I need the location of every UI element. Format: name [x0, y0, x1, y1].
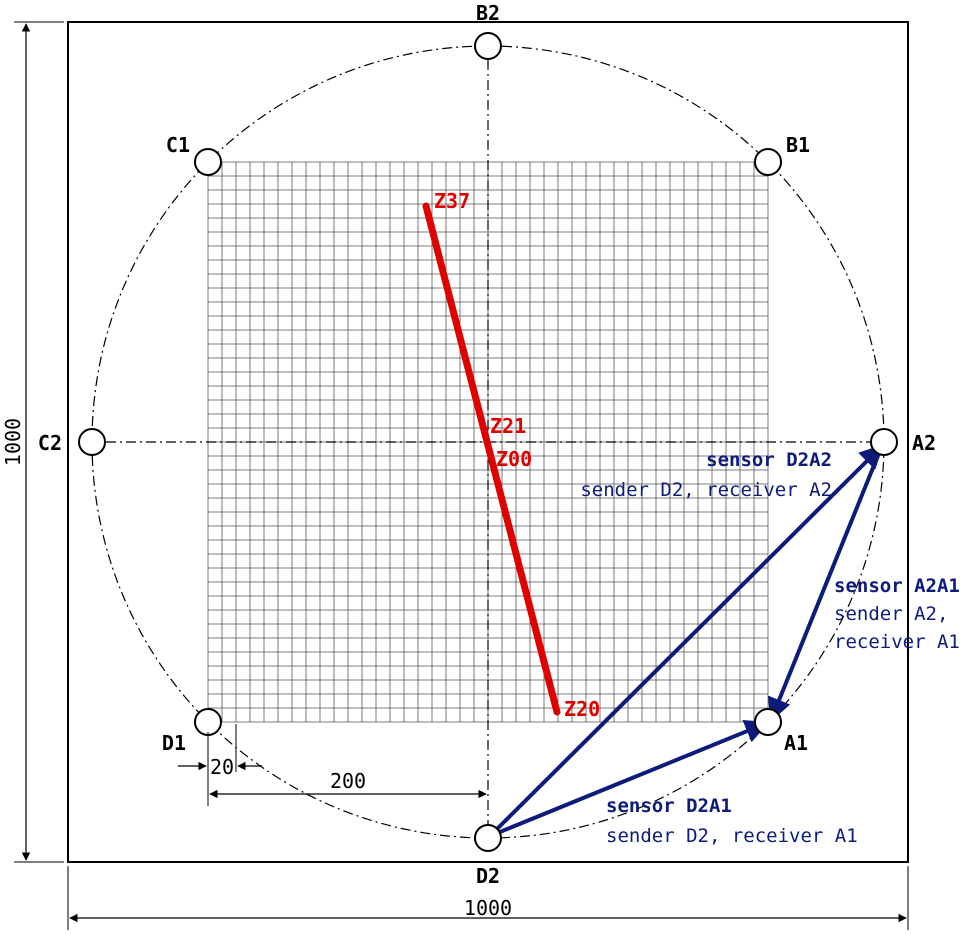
sensor-b2-label: B2	[476, 1, 500, 25]
sensor-b1-marker[interactable]	[754, 148, 782, 176]
sensor-a1-label: A1	[784, 731, 808, 755]
annotation-d2a2-title: sensor D2A2	[706, 449, 832, 471]
annotation-d2a1-title: sensor D2A1	[606, 795, 732, 817]
sensor-a2-label: A2	[912, 431, 936, 455]
arrow-d2-a1	[489, 720, 770, 838]
sensor-c1-marker[interactable]	[194, 148, 222, 176]
dim-width-label: 1000	[464, 896, 512, 920]
sensor-a1-marker[interactable]	[754, 708, 782, 736]
damage-path-line	[422, 202, 561, 716]
sensor-c1-label: C1	[166, 133, 190, 157]
sensor-a2-marker[interactable]	[870, 428, 898, 456]
arrow-a2-a1	[767, 447, 883, 723]
sensor-d1-label: D1	[162, 731, 186, 755]
point-z20-label: Z20	[564, 697, 600, 721]
plate-outline	[67, 21, 909, 863]
sensor-b1-label: B1	[786, 133, 810, 157]
annotation-d2a2-desc: sender D2, receiver A2	[580, 479, 832, 501]
arrow-d2-a2	[488, 444, 884, 838]
dim-200-label: 200	[330, 769, 366, 793]
dim-height-label: 1000	[1, 418, 25, 466]
point-z37-label: Z37	[434, 189, 470, 213]
point-z00-label: Z00	[496, 447, 532, 471]
sensor-c2-label: C2	[38, 431, 62, 455]
sensor-c2-marker[interactable]	[78, 428, 106, 456]
sensor-b2-marker[interactable]	[474, 32, 502, 60]
annotation-a2a1-desc-1: sender A2,	[834, 603, 948, 625]
point-z21-label: Z21	[490, 414, 526, 438]
sensor-d2-label: D2	[476, 864, 500, 888]
sensor-d2-marker[interactable]	[474, 824, 502, 852]
sensor-d1-marker[interactable]	[194, 708, 222, 736]
annotation-d2a1-desc: sender D2, receiver A1	[606, 825, 858, 847]
annotation-a2a1-desc-2: receiver A1	[834, 631, 960, 653]
annotation-a2a1-title: sensor A2A1	[834, 575, 960, 597]
dim-20-label: 20	[210, 755, 234, 779]
